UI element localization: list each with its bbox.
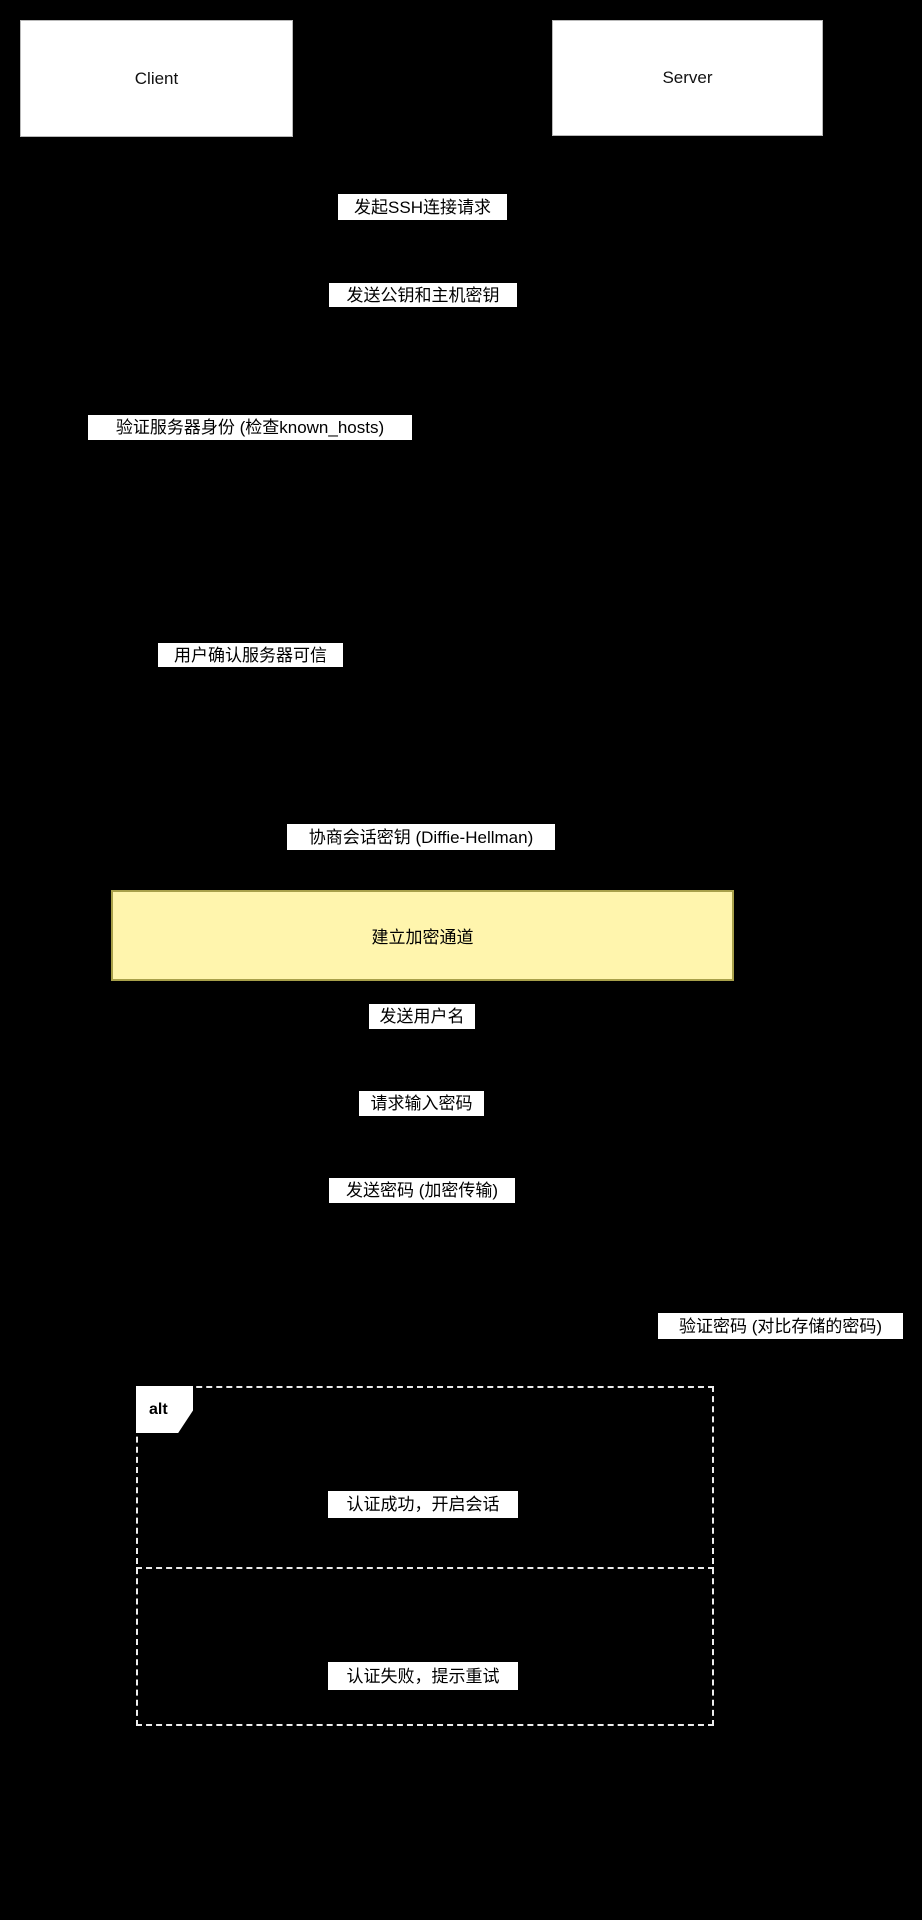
actor-server-label: Server (662, 68, 713, 87)
message-verify-password: 验证密码 (对比存储的密码) (658, 1313, 903, 1339)
message-send-password: 发送密码 (加密传输) (329, 1178, 515, 1203)
alt-frame-divider (136, 1567, 714, 1569)
message-send-username: 发送用户名 (369, 1004, 475, 1029)
message-auth-success: 认证成功，开启会话 (328, 1491, 518, 1518)
note-encrypted-channel-label: 建立加密通道 (371, 928, 474, 947)
message-verify-server-identity: 验证服务器身份 (检查known_hosts) (88, 415, 412, 440)
actor-client-label: Client (134, 68, 179, 88)
message-user-confirms-server: 用户确认服务器可信 (158, 643, 343, 667)
message-auth-failure: 认证失败，提示重试 (328, 1662, 518, 1690)
actor-client: Client (20, 20, 293, 137)
message-negotiate-session-key: 协商会话密钥 (Diffie-Hellman) (287, 824, 555, 850)
note-encrypted-channel: 建立加密通道 (111, 890, 734, 981)
alt-frame (136, 1386, 714, 1726)
message-send-public-host-key: 发送公钥和主机密钥 (329, 283, 517, 307)
message-ssh-connect-request: 发起SSH连接请求 (338, 194, 507, 220)
message-request-password: 请求输入密码 (359, 1091, 484, 1116)
actor-server: Server (552, 20, 823, 136)
